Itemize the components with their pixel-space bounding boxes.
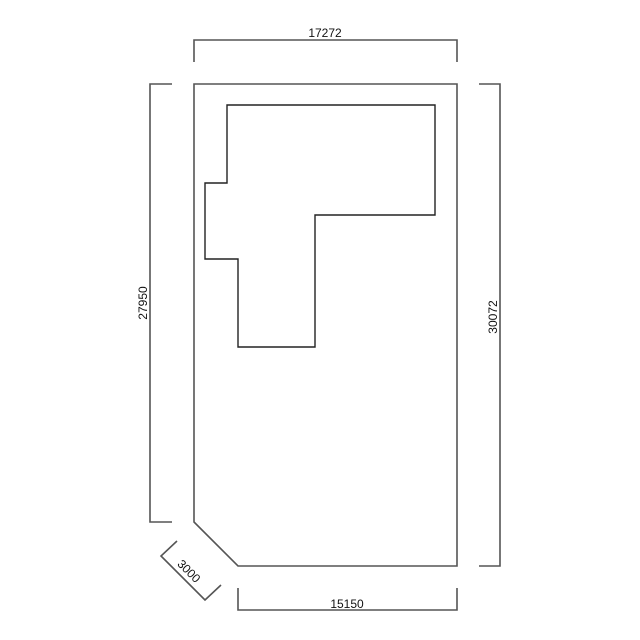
dimension-chamfer: 3000 bbox=[159, 540, 222, 602]
dimension-right-label: 30072 bbox=[486, 300, 500, 334]
dimension-bottom-label: 15150 bbox=[330, 597, 364, 611]
site-boundary bbox=[193, 83, 458, 567]
dimension-chamfer-label: 3000 bbox=[174, 557, 203, 586]
dimension-bottom: 15150 bbox=[237, 588, 458, 611]
dimension-left: 27950 bbox=[136, 83, 172, 523]
dimension-top: 17272 bbox=[193, 26, 458, 62]
building-footprint bbox=[204, 104, 436, 348]
dimension-left-label: 27950 bbox=[136, 286, 150, 320]
dimension-top-label: 17272 bbox=[308, 26, 342, 40]
dimension-right: 30072 bbox=[479, 83, 501, 567]
